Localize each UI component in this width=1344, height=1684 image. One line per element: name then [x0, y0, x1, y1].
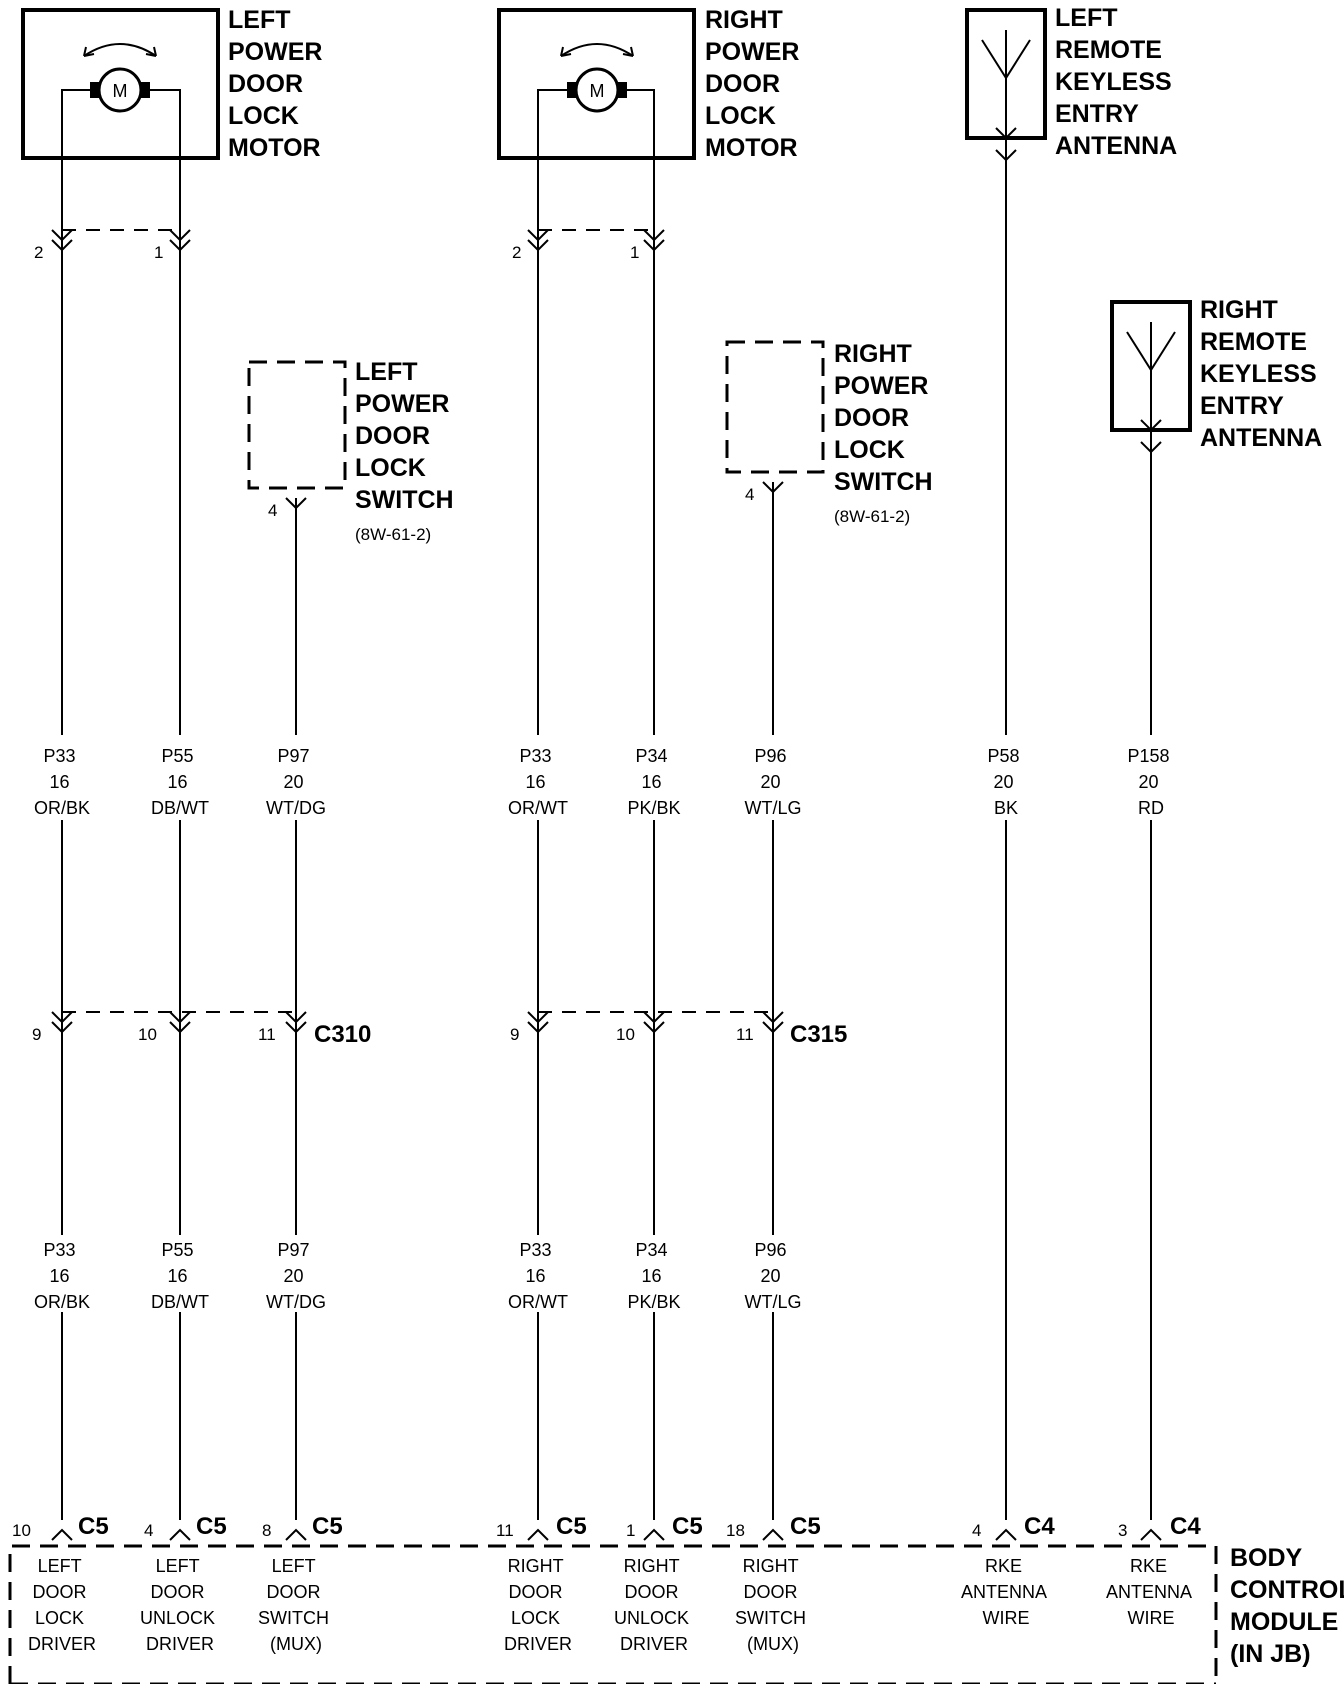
wire-label: P34 16 PK/BK	[627, 746, 680, 818]
motor-symbol: M	[590, 81, 605, 101]
right-switch-ref: (8W-61-2)	[834, 507, 910, 526]
upper-wire-labels: P33 16 OR/BK P55 16 DB/WT P97 20 WT/DG P…	[34, 746, 1174, 818]
pin-number: 4	[268, 501, 277, 520]
connector-label: C315	[790, 1021, 847, 1048]
right-antenna-connector	[1140, 441, 1162, 454]
connector-c310: 9 10 11 C310	[32, 1011, 371, 1048]
connector-label: C4	[1170, 1513, 1201, 1540]
pin-number: 10	[138, 1025, 157, 1044]
wire-label: P97 20 WT/DG	[266, 746, 326, 818]
wire-label: P33 16 OR/WT	[508, 746, 568, 818]
right-switch-label: RIGHT POWER DOOR LOCK SWITCH	[834, 340, 935, 496]
right-remote-keyless-entry-antenna: RIGHT REMOTE KEYLESS ENTRY ANTENNA	[1110, 296, 1324, 452]
connector-label: C310	[314, 1021, 371, 1048]
wire-label: P33 16 OR/WT	[508, 1240, 568, 1312]
left-power-door-lock-switch: LEFT POWER DOOR LOCK SWITCH (8W-61-2)	[247, 358, 456, 544]
pin-number: 9	[32, 1025, 41, 1044]
right-antenna-label: RIGHT REMOTE KEYLESS ENTRY ANTENNA	[1200, 296, 1324, 452]
wire-label: P97 20 WT/DG	[266, 1240, 326, 1312]
pin-number: 4	[972, 1521, 981, 1540]
pin-number: 4	[144, 1521, 153, 1540]
left-motor-connector: 2 1	[34, 229, 191, 262]
wire-label: P96 20 WT/LG	[745, 1240, 802, 1312]
pin-number: 10	[12, 1521, 31, 1540]
pin-number: 11	[496, 1521, 514, 1540]
wire-label: P158 20 RD	[1127, 746, 1174, 818]
pin-number: 4	[745, 485, 754, 504]
bcm-pins: 10 C5 4 C5 8 C5 11 C5 1 C5 18 C5 4 C4 3 …	[12, 1513, 1201, 1541]
bcm-pin-label: RIGHT DOOR SWITCH (MUX)	[735, 1556, 811, 1654]
body-control-module: BODY CONTROL MODULE (IN JB) LEFT DOOR LO…	[8, 1544, 1344, 1684]
left-switch-connector: 4	[268, 497, 307, 520]
left-antenna-label: LEFT REMOTE KEYLESS ENTRY ANTENNA	[1055, 4, 1179, 160]
left-power-door-lock-motor: M LEFT POWER DOOR LOCK MOTOR	[21, 6, 329, 162]
bcm-label: BODY CONTROL MODULE (IN JB)	[1230, 1544, 1344, 1668]
bcm-pin-label: RIGHT DOOR LOCK DRIVER	[504, 1556, 572, 1654]
connector-label: C5	[312, 1513, 343, 1540]
wire-lines	[61, 140, 1152, 1520]
connector-label: C5	[78, 1513, 109, 1540]
bcm-pin-label: LEFT DOOR SWITCH (MUX)	[258, 1556, 334, 1654]
pin-number: 8	[262, 1521, 271, 1540]
wire-label: P55 16 DB/WT	[151, 746, 209, 818]
right-power-door-lock-switch: RIGHT POWER DOOR LOCK SWITCH (8W-61-2)	[725, 340, 935, 526]
connector-label: C5	[556, 1513, 587, 1540]
connector-label: C5	[196, 1513, 227, 1540]
connector-label: C5	[790, 1513, 821, 1540]
right-motor-label: RIGHT POWER DOOR LOCK MOTOR	[705, 6, 806, 162]
pin-number: 2	[34, 243, 43, 262]
pin-number: 11	[736, 1025, 754, 1044]
pin-number: 1	[630, 243, 639, 262]
pin-number: 1	[154, 243, 163, 262]
right-power-door-lock-motor: M RIGHT POWER DOOR LOCK MOTOR	[497, 6, 806, 162]
lower-wire-labels: P33 16 OR/BK P55 16 DB/WT P97 20 WT/DG P…	[34, 1240, 802, 1312]
wire-label: P58 20 BK	[987, 746, 1024, 818]
wire-label: P33 16 OR/BK	[34, 746, 90, 818]
wire-label: P96 20 WT/LG	[745, 746, 802, 818]
left-antenna-connector	[995, 149, 1017, 162]
pin-number: 1	[626, 1521, 635, 1540]
left-remote-keyless-entry-antenna: LEFT REMOTE KEYLESS ENTRY ANTENNA	[965, 4, 1179, 160]
motor-symbol: M	[113, 81, 128, 101]
pin-number: 2	[512, 243, 521, 262]
left-motor-label: LEFT POWER DOOR LOCK MOTOR	[228, 6, 329, 162]
right-motor-connector: 2 1	[512, 229, 665, 262]
connector-label: C5	[672, 1513, 703, 1540]
pin-number: 18	[726, 1521, 745, 1540]
bcm-pin-label: RIGHT DOOR UNLOCK DRIVER	[614, 1556, 694, 1654]
connector-c315: 9 10 11 C315	[510, 1011, 847, 1048]
pin-number: 10	[616, 1025, 635, 1044]
right-switch-connector: 4	[745, 481, 784, 504]
pin-number: 3	[1118, 1521, 1127, 1540]
bcm-pin-label: LEFT DOOR LOCK DRIVER	[28, 1556, 96, 1654]
wire-label: P34 16 PK/BK	[627, 1240, 680, 1312]
bcm-pin-label: RKE ANTENNA WIRE	[961, 1556, 1051, 1628]
connector-label: C4	[1024, 1513, 1055, 1540]
pin-number: 9	[510, 1025, 519, 1044]
pin-number: 11	[258, 1025, 276, 1044]
wire-label: P33 16 OR/BK	[34, 1240, 90, 1312]
left-switch-label: LEFT POWER DOOR LOCK SWITCH	[355, 358, 456, 514]
bcm-pin-label: RKE ANTENNA WIRE	[1106, 1556, 1196, 1628]
bcm-pin-label: LEFT DOOR UNLOCK DRIVER	[140, 1556, 220, 1654]
left-switch-ref: (8W-61-2)	[355, 525, 431, 544]
wire-label: P55 16 DB/WT	[151, 1240, 209, 1312]
